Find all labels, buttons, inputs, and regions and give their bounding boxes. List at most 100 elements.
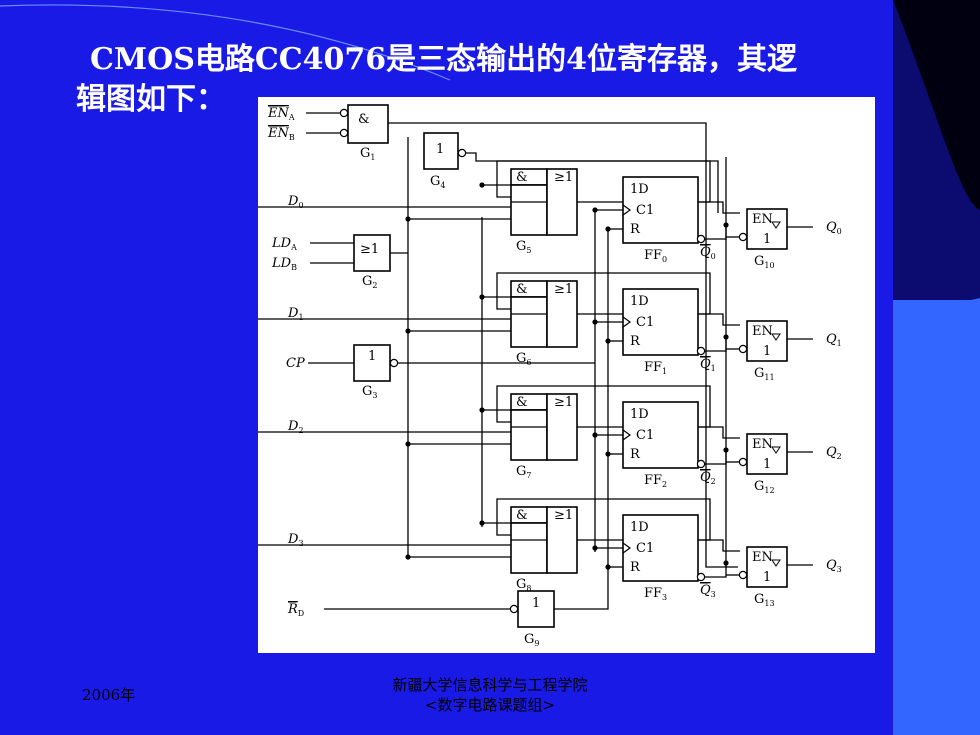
gate-g9-symbol: 1 xyxy=(532,596,540,611)
ff-c-pin-3: C1 xyxy=(636,541,654,556)
buffer-en-1: EN xyxy=(752,324,773,339)
buffer-triangle xyxy=(771,221,781,229)
wire xyxy=(698,313,740,326)
aoi-and-body-3 xyxy=(510,522,548,574)
buffer-one-3: 1 xyxy=(763,570,771,585)
aoi-and-body-0 xyxy=(510,184,548,236)
inverter-bubble xyxy=(509,604,519,614)
buffer-g11 xyxy=(746,320,788,362)
input-label-en-a: ENA xyxy=(267,106,295,122)
aoi-and-symbol-2: & xyxy=(516,395,528,410)
inverter-bubble xyxy=(696,346,706,356)
inverter-bubble xyxy=(696,234,706,244)
buffer-label-3: G13 xyxy=(754,592,775,608)
ff-c-pin-2: C1 xyxy=(636,428,654,443)
ff-d-pin-2: 1D xyxy=(630,407,649,422)
buffer-one-2: 1 xyxy=(763,457,771,472)
ff-name-0: FF0 xyxy=(644,248,667,264)
input-label-d1: D1 xyxy=(287,306,304,322)
footer-group-name: <数字电路课题组> xyxy=(424,696,556,714)
gate-g2-label: G2 xyxy=(362,274,377,290)
inverter-bubble xyxy=(339,128,349,138)
buffer-g12 xyxy=(746,433,788,475)
wire xyxy=(705,213,738,568)
gate-g1-label: G1 xyxy=(360,146,375,162)
input-label-ld-b: LDB xyxy=(271,256,297,272)
output-label-q2: Q2 xyxy=(826,445,842,461)
buffer-en-3: EN xyxy=(752,550,773,565)
buffer-en-2: EN xyxy=(752,437,773,452)
inverter-bubble xyxy=(389,358,399,368)
ff-d-pin-1: 1D xyxy=(630,294,649,309)
ff-d-pin-3: 1D xyxy=(630,520,649,535)
aoi-and-symbol-3: & xyxy=(516,508,528,523)
wire xyxy=(698,539,740,552)
aoi-or-3 xyxy=(546,506,578,574)
clock-triangle xyxy=(622,204,632,216)
decor-blue-wave xyxy=(893,298,980,735)
ff-name-3: FF3 xyxy=(644,586,667,602)
wire xyxy=(705,452,727,465)
gate-g4-symbol: 1 xyxy=(436,142,444,157)
title-line-1: CMOS电路CC4076是三态输出的4位寄存器，其逻 xyxy=(90,42,798,77)
wire xyxy=(705,227,727,240)
gate-g1 xyxy=(347,104,389,144)
input-label-d2: D2 xyxy=(287,419,304,435)
aoi-and-symbol-1: & xyxy=(516,282,528,297)
ff-r-pin-2: R xyxy=(630,447,641,462)
ff-qbar-1: Q1 xyxy=(700,357,716,373)
wire xyxy=(466,152,719,213)
aoi-or-symbol-3: ≥1 xyxy=(554,508,573,523)
gate-g9-label: G9 xyxy=(524,632,539,648)
output-label-q0: Q0 xyxy=(826,220,842,236)
title-line-2: 辑图如下： xyxy=(76,82,226,117)
ff-name-2: FF2 xyxy=(644,473,667,489)
inverter-bubble xyxy=(738,570,748,580)
ff-qbar-0: Q0 xyxy=(700,245,716,261)
aoi-or-symbol-0: ≥1 xyxy=(554,170,573,185)
buffer-triangle xyxy=(771,559,781,567)
ff-d-pin-0: 1D xyxy=(630,182,649,197)
slide-title: CMOS电路CC4076是三态输出的4位寄存器，其逻 辑图如下： xyxy=(76,40,906,120)
flipflop-ff1 xyxy=(622,288,699,356)
buffer-en-0: EN xyxy=(752,212,773,227)
ff-qbar-2: Q2 xyxy=(700,470,716,486)
output-label-q1: Q1 xyxy=(826,332,842,348)
gate-g4-label: G4 xyxy=(430,174,445,190)
inverter-bubble xyxy=(738,344,748,354)
footer-institution: 新疆大学信息科学与工程学院 <数字电路课题组> xyxy=(300,675,680,715)
aoi-label-1: G6 xyxy=(516,351,531,367)
aoi-and-body-2 xyxy=(510,409,548,461)
junction-dot xyxy=(479,182,485,188)
gate-g3 xyxy=(353,344,391,382)
decor-curve xyxy=(0,4,451,81)
inverter-bubble xyxy=(339,108,349,118)
ff-r-pin-3: R xyxy=(630,560,641,575)
input-label-d3: D3 xyxy=(287,532,304,548)
input-label-en-b: ENB xyxy=(267,126,295,142)
clock-triangle xyxy=(622,542,632,554)
input-label-d0: D0 xyxy=(287,194,304,210)
aoi-label-3: G8 xyxy=(516,577,531,593)
inverter-bubble xyxy=(457,148,467,158)
inverter-bubble xyxy=(696,459,706,469)
ff-qbar-3: Q3 xyxy=(700,583,716,599)
inverter-bubble xyxy=(738,232,748,242)
aoi-or-symbol-1: ≥1 xyxy=(554,282,573,297)
clock-triangle xyxy=(622,316,632,328)
footer-year: 2006年 xyxy=(82,686,136,704)
buffer-g10 xyxy=(746,208,788,250)
buffer-g13 xyxy=(746,546,788,588)
decor-dark-wave xyxy=(893,0,980,210)
gate-g1-symbol: & xyxy=(358,112,370,127)
ff-r-pin-0: R xyxy=(630,222,641,237)
inverter-bubble xyxy=(738,457,748,467)
footer-institution-name: 新疆大学信息科学与工程学院 xyxy=(392,676,588,694)
buffer-triangle xyxy=(771,333,781,341)
aoi-or-symbol-2: ≥1 xyxy=(554,395,573,410)
aoi-and-symbol-0: & xyxy=(516,170,528,185)
output-label-q3: Q3 xyxy=(826,558,842,574)
buffer-one-0: 1 xyxy=(763,232,771,247)
